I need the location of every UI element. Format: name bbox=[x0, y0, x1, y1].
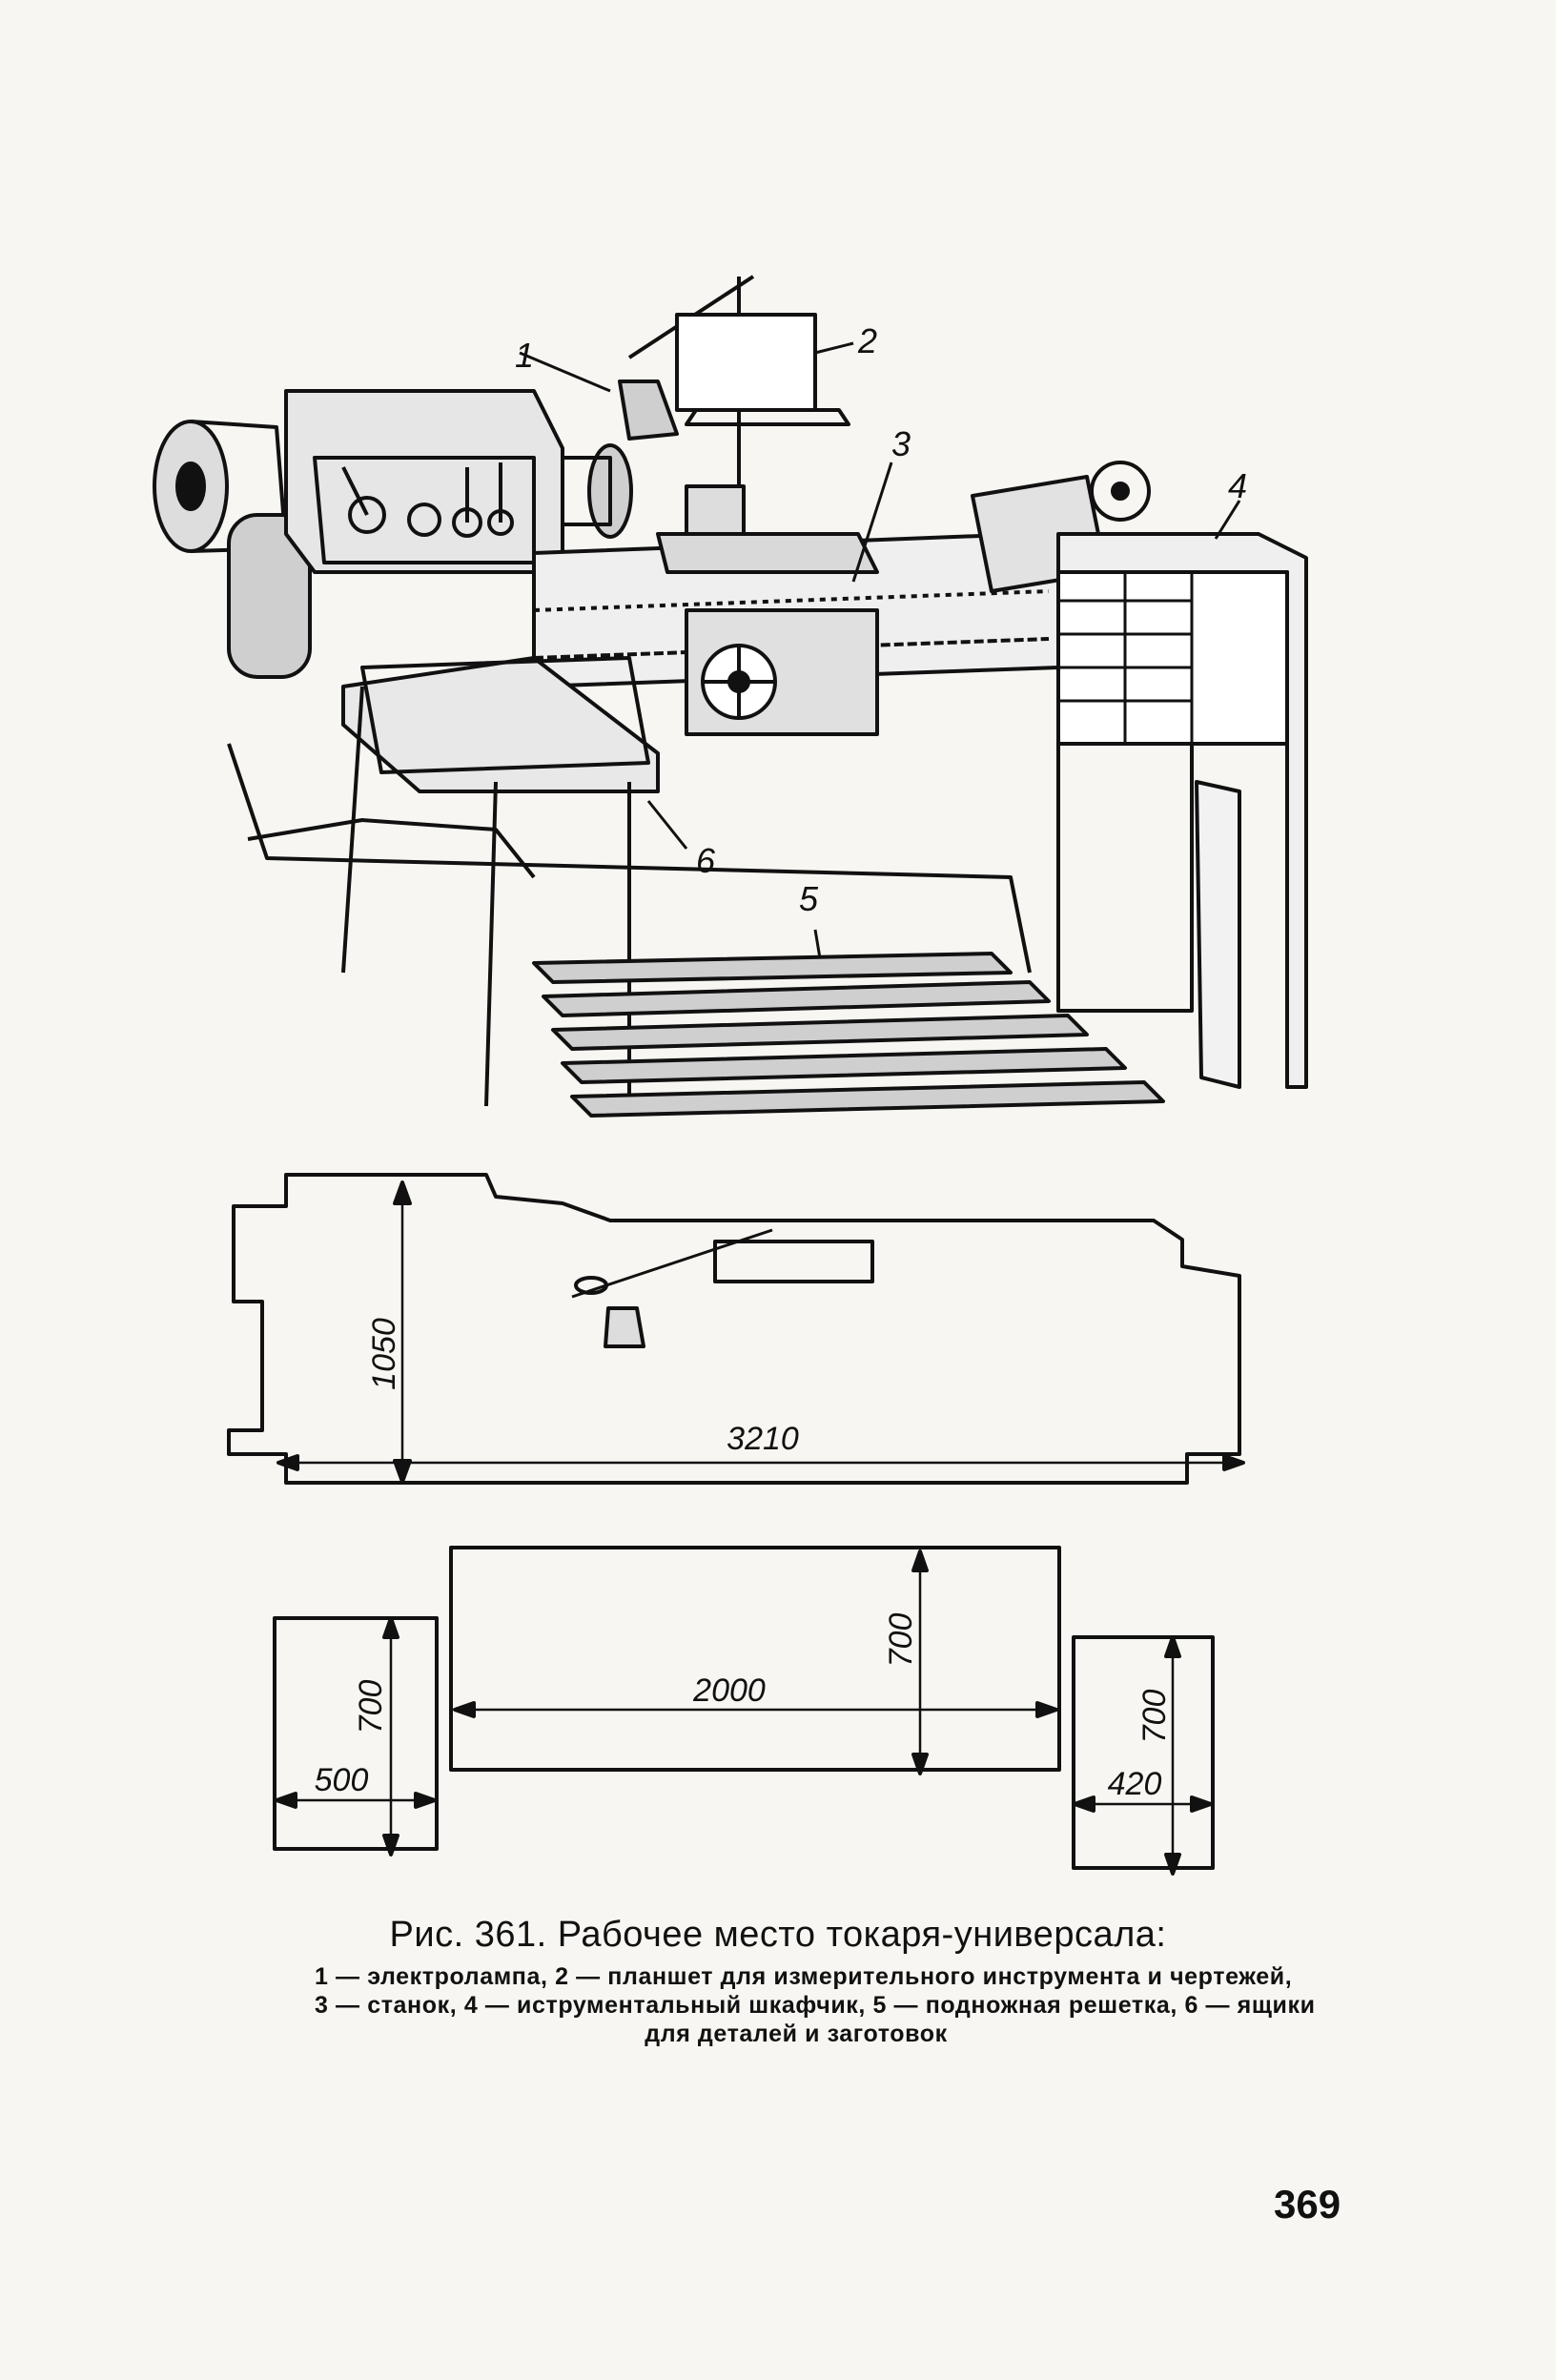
dim-700-right: 700 bbox=[1136, 1690, 1173, 1744]
right-box-plan bbox=[1072, 1635, 1215, 1876]
legend-line-2: 3 — станок, 4 — иструментальный шкафчик,… bbox=[315, 1992, 1316, 2019]
dim-700-grate: 700 bbox=[883, 1613, 919, 1668]
callout-1: 1 bbox=[515, 336, 534, 375]
legend-line-1: 1 — электролампа, 2 — планшет для измери… bbox=[315, 1963, 1293, 1990]
figure-caption-title: Рис. 361. Рабочее место токаря-универсал… bbox=[389, 1915, 1167, 1955]
dim-700-left: 700 bbox=[353, 1680, 389, 1734]
callout-3: 3 bbox=[891, 424, 911, 463]
foot-grate-plan bbox=[449, 1546, 1061, 1775]
dim-2000: 2000 bbox=[692, 1672, 766, 1709]
callout-6: 6 bbox=[696, 841, 716, 880]
page-number: 369 bbox=[1274, 2182, 1341, 2226]
callout-2: 2 bbox=[857, 321, 877, 360]
dim-500: 500 bbox=[315, 1762, 369, 1798]
lathe-plan-outline bbox=[227, 1173, 1245, 1485]
dim-1050: 1050 bbox=[366, 1318, 402, 1390]
callout-4: 4 bbox=[1228, 466, 1247, 505]
callout-5: 5 bbox=[799, 879, 819, 918]
foot-grate bbox=[532, 952, 1165, 1118]
dim-3210: 3210 bbox=[727, 1421, 799, 1457]
dim-420: 420 bbox=[1108, 1766, 1162, 1802]
left-box-plan bbox=[273, 1616, 439, 1857]
figure-legend: 1 — электролампа, 2 — планшет для измери… bbox=[315, 1962, 1316, 2048]
lathe-illustration bbox=[153, 275, 1308, 1118]
legend-line-3: для деталей и заготовок bbox=[645, 2021, 948, 2047]
